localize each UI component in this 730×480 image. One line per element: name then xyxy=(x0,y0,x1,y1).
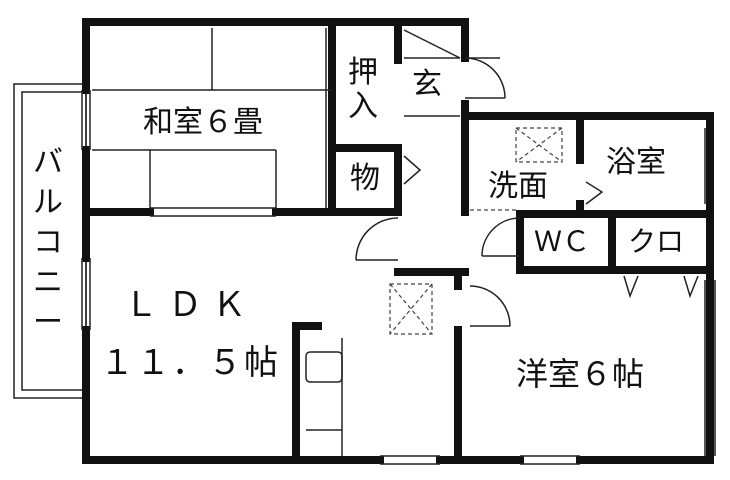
balcony-char: ル xyxy=(33,185,63,220)
balcony-char: コ xyxy=(33,225,63,260)
balcony-char: バ xyxy=(33,145,63,180)
thin-lines xyxy=(81,28,716,465)
room-kuro: クロ xyxy=(628,225,685,258)
room-yokushitsu: 浴室 xyxy=(606,145,666,180)
room-oshiire-bottom: 入 xyxy=(348,89,378,124)
room-ldk-line1: ＬＤＫ xyxy=(124,285,256,325)
room-senmen: 洗面 xyxy=(488,169,548,204)
dashed-boxes xyxy=(389,127,563,335)
balcony-label: バ ル コ ニ ー xyxy=(30,148,66,348)
room-wc: ＷＣ xyxy=(534,225,591,258)
room-washitsu: 和室６畳 xyxy=(143,105,263,140)
balcony-char: ー xyxy=(33,305,63,340)
room-genkan: 玄 xyxy=(412,67,442,102)
room-oshiire-top: 押 xyxy=(348,55,378,90)
room-youshitsu: 洋室６帖 xyxy=(516,355,645,393)
room-mono: 物 xyxy=(350,161,380,196)
room-ldk-line2: １１．５帖 xyxy=(100,343,280,383)
balcony-char: ニ xyxy=(33,265,63,300)
walls xyxy=(82,18,714,464)
